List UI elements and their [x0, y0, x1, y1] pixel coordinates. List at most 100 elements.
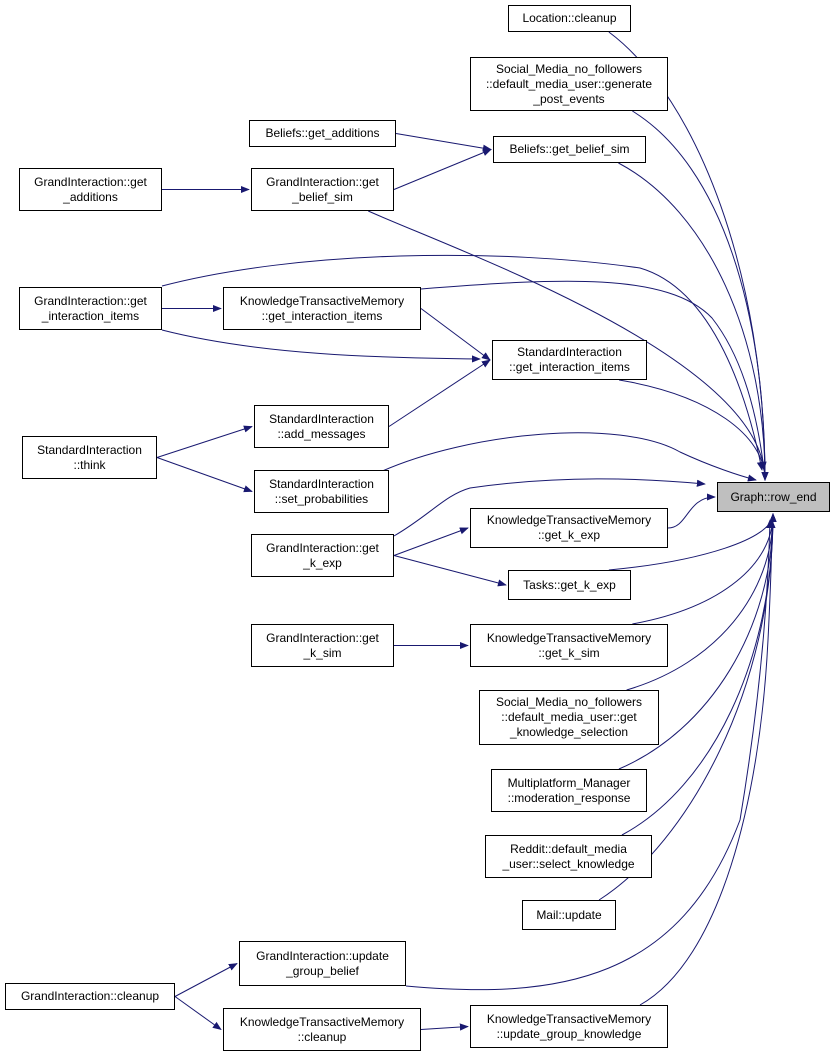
node-label-line: _interaction_items [41, 308, 140, 323]
node-sm-knowledge[interactable]: Social_Media_no_followers::default_media… [479, 690, 659, 745]
node-si-items[interactable]: StandardInteraction::get_interaction_ite… [492, 340, 647, 380]
node-label-line: GrandInteraction::get [266, 174, 379, 189]
node-label-line: _post_events [533, 91, 605, 106]
node-label-line: ::get_k_sim [538, 645, 600, 660]
node-label-line: GrandInteraction::get [266, 630, 379, 645]
node-ktm-update-group[interactable]: KnowledgeTransactiveMemory::update_group… [470, 1005, 668, 1048]
node-label-line: ::set_probabilities [274, 491, 369, 506]
node-label-line: ::cleanup [297, 1029, 347, 1044]
node-label-line: _k_exp [303, 555, 342, 570]
node-row-end: Graph::row_end [717, 482, 830, 512]
node-ktm-k-sim[interactable]: KnowledgeTransactiveMemory::get_k_sim [470, 624, 668, 667]
node-gi-update-group[interactable]: GrandInteraction::update_group_belief [239, 941, 406, 986]
edge-si-think-to-si-set-prob [156, 457, 253, 493]
node-sm-generate[interactable]: Social_Media_no_followers::default_media… [470, 57, 668, 111]
node-label-line: KnowledgeTransactiveMemory [486, 513, 652, 527]
node-label-line: ::default_media_user::generate [485, 76, 653, 91]
node-label-line: KnowledgeTransactiveMemory [239, 1014, 405, 1029]
node-gi-belief-sim[interactable]: GrandInteraction::get_belief_sim [251, 168, 394, 211]
node-label-line: ::get_k_exp [537, 528, 601, 542]
node-label-line: ::get_interaction_items [261, 308, 383, 323]
node-label-line: KnowledgeTransactiveMemory [486, 1011, 652, 1026]
node-mp-moderation[interactable]: Multiplatform_Manager::moderation_respon… [491, 769, 647, 812]
node-label-line: ::add_messages [277, 426, 366, 441]
edge-gi-items-to-row-end [161, 254, 764, 471]
node-label-line: Reddit::default_media [510, 841, 627, 856]
node-label-line: Beliefs::get_additions [265, 126, 380, 140]
node-label-line: Beliefs::get_belief_sim [509, 142, 630, 156]
edge-si-items-to-row-end [619, 379, 769, 481]
node-label-line: Social_Media_no_followers [495, 61, 643, 76]
node-tasks-k-exp[interactable]: Tasks::get_k_exp [508, 570, 631, 600]
node-label-line: _knowledge_selection [509, 725, 629, 739]
node-gi-items[interactable]: GrandInteraction::get_interaction_items [19, 287, 162, 330]
node-label-line: GrandInteraction::get [34, 174, 147, 189]
edge-ktm-k-exp-to-row-end [667, 493, 716, 529]
edge-sm-knowledge-to-row-end [626, 513, 777, 691]
node-label-line: _additions [63, 189, 118, 204]
node-label-line: _belief_sim [292, 189, 353, 204]
node-gi-cleanup[interactable]: GrandInteraction::cleanup [5, 983, 175, 1010]
node-label-line: StandardInteraction [37, 442, 142, 457]
edge-si-think-to-si-add-msg [156, 425, 253, 458]
edge-gi-items-to-si-items [161, 329, 481, 363]
node-mail-update[interactable]: Mail::update [522, 900, 616, 930]
edge-beliefs-sim-to-row-end [618, 162, 769, 481]
node-label-line: ::get_interaction_items [509, 360, 630, 374]
edge-gi-k-exp-to-row-end [393, 478, 706, 537]
edge-si-add-msg-to-si-items [388, 359, 491, 427]
edge-si-set-prob-to-row-end [379, 432, 757, 482]
edge-gi-cleanup-to-gi-update-group [174, 963, 238, 997]
node-label-line: GrandInteraction::cleanup [20, 989, 160, 1003]
node-label-line: ::think [73, 457, 106, 472]
edge-beliefs-add-to-beliefs-sim [395, 133, 492, 152]
node-label-line: _user::select_knowledge [502, 856, 635, 871]
edge-gi-k-exp-to-tasks-k-exp [393, 555, 507, 587]
edge-ktm-items-to-si-items [420, 308, 491, 361]
node-label-line: StandardInteraction [517, 345, 622, 359]
edge-gi-belief-sim-to-beliefs-sim [393, 149, 492, 190]
node-ktm-k-exp[interactable]: KnowledgeTransactiveMemory::get_k_exp [470, 508, 668, 548]
edge-ktm-items-to-row-end [420, 280, 767, 471]
edge-mp-moderation-to-row-end [618, 513, 777, 770]
edge-ktm-k-sim-to-row-end [632, 513, 777, 625]
edge-ktm-cleanup-to-ktm-update-group [420, 1023, 469, 1031]
node-si-think[interactable]: StandardInteraction::think [22, 436, 157, 479]
node-label-line: GrandInteraction::get [34, 293, 147, 308]
node-label-line: StandardInteraction [269, 411, 374, 426]
node-label-line: ::update_group_knowledge [496, 1026, 642, 1041]
edge-gi-belief-sim-to-row-end [368, 210, 769, 481]
node-label-line: Multiplatform_Manager [507, 775, 631, 790]
edge-gi-k-exp-to-ktm-k-exp [393, 527, 469, 556]
node-reddit-select[interactable]: Reddit::default_media_user::select_knowl… [485, 835, 652, 878]
node-label-line: ::moderation_response [507, 790, 631, 805]
node-label-line: Graph::row_end [730, 489, 817, 504]
edge-ktm-update-group-to-row-end [639, 519, 776, 1006]
node-label-line: StandardInteraction [269, 476, 374, 491]
node-label-line: Location::cleanup [522, 11, 617, 25]
node-beliefs-sim[interactable]: Beliefs::get_belief_sim [493, 136, 646, 163]
node-label-line: Tasks::get_k_exp [523, 577, 616, 592]
node-gi-k-sim[interactable]: GrandInteraction::get_k_sim [251, 624, 394, 667]
node-label-line: ::default_media_user::get [501, 710, 637, 724]
node-ktm-cleanup[interactable]: KnowledgeTransactiveMemory::cleanup [223, 1008, 421, 1051]
node-label-line: Social_Media_no_followers [495, 695, 643, 709]
edge-gi-update-group-to-row-end [405, 519, 774, 991]
edge-sm-generate-to-row-end [632, 110, 769, 481]
node-gi-additions[interactable]: GrandInteraction::get_additions [19, 168, 162, 211]
node-si-set-prob[interactable]: StandardInteraction::set_probabilities [254, 470, 389, 513]
node-ktm-items[interactable]: KnowledgeTransactiveMemory::get_interact… [223, 287, 421, 330]
node-beliefs-add[interactable]: Beliefs::get_additions [249, 120, 396, 147]
node-label-line: KnowledgeTransactiveMemory [239, 293, 405, 308]
node-gi-k-exp[interactable]: GrandInteraction::get_k_exp [251, 534, 394, 577]
node-label-line: _k_sim [303, 645, 342, 660]
node-label-line: _group_belief [286, 963, 359, 978]
edge-gi-cleanup-to-ktm-cleanup [174, 996, 222, 1031]
node-loc-cleanup[interactable]: Location::cleanup [508, 5, 631, 32]
node-label-line: GrandInteraction::update [256, 948, 389, 963]
node-si-add-msg[interactable]: StandardInteraction::add_messages [254, 405, 389, 448]
node-label-line: GrandInteraction::get [266, 540, 379, 555]
node-label-line: Mail::update [536, 907, 602, 922]
